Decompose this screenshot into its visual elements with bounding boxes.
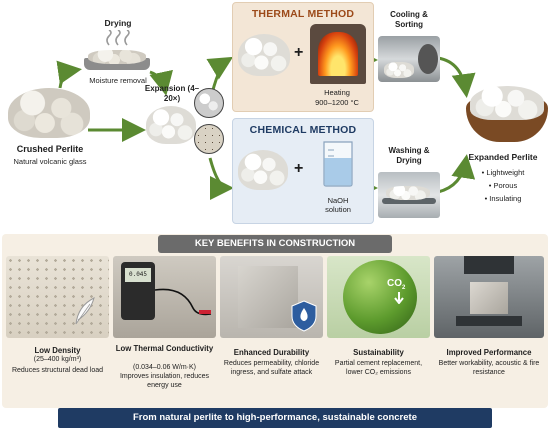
footer-banner: From natural perlite to high-performance…	[58, 408, 492, 428]
arrow-cooling-to-expanded	[437, 56, 476, 98]
beaker-icon	[323, 141, 353, 187]
cooling-sorting-title: Cooling & Sorting	[390, 10, 428, 29]
co2-text: CO	[387, 278, 402, 289]
benefit-title: Improved Performance	[446, 348, 532, 357]
benefit-title: Enhanced Durability	[233, 348, 310, 357]
chemical-method-title: CHEMICAL METHOD	[249, 124, 357, 136]
benefit-title: Low Density	[34, 346, 81, 355]
co2-label: CO2	[387, 278, 405, 291]
chemical-plus: +	[294, 160, 304, 177]
rotary-drum-icon	[378, 36, 440, 82]
benefit-card-sustainability: CO2 Sustainability Partial cement replac…	[327, 256, 430, 388]
feather-icon	[75, 297, 95, 325]
benefit-card-performance: Improved Performance Better workability,…	[434, 256, 544, 388]
chemical-granules	[238, 150, 288, 190]
benefit-title: Low Thermal Conductivity	[115, 344, 214, 353]
thermal-heating-label: Heating	[324, 88, 350, 97]
expanded-prop-insulating: • Insulating	[484, 194, 522, 203]
shield-icon	[291, 300, 317, 332]
benefit-value: (0.034–0.06 W/m·K)	[132, 364, 197, 371]
meter-display: 0.045	[125, 268, 151, 282]
benefit-desc: Partial cement replacement, lower CO₂ em…	[334, 360, 423, 376]
expanded-prop-porous: • Porous	[488, 181, 518, 190]
drying-tray-perlite	[88, 50, 146, 64]
probe-cable-icon	[154, 288, 212, 316]
green-globe-image: CO2	[327, 256, 430, 338]
thermal-plus: +	[294, 44, 304, 61]
meter-icon: 0.045	[121, 262, 155, 320]
conveyor-icon	[378, 172, 440, 218]
arrow-drying-to-expansion	[149, 69, 173, 96]
benefit-desc: Better workability, acoustic & fire resi…	[438, 360, 540, 376]
expanded-prop-lightweight: • Lightweight	[481, 168, 525, 177]
benefit-title: Sustainability	[353, 348, 404, 357]
magnified-granule-top	[194, 88, 224, 118]
furnace-icon	[310, 24, 366, 84]
chemical-reagent: NaOH	[327, 196, 349, 205]
arrow-down-icon	[394, 292, 404, 304]
expanded-perlite-bowl-granules	[470, 86, 544, 120]
benefit-card-low-density: Low Density (25–400 kg/m³) Reduces struc…	[6, 256, 109, 388]
drying-title: Drying	[104, 18, 132, 28]
crushed-perlite-title: Crushed Perlite	[16, 144, 84, 154]
porous-block-image	[6, 256, 109, 338]
crushed-perlite-subtitle: Natural volcanic glass	[13, 157, 87, 166]
thermal-temperature: 900–1200 °C	[315, 98, 359, 107]
concrete-cube-image	[220, 256, 323, 338]
thermal-meter-image: 0.045	[113, 256, 216, 338]
expansion-label: Expansion (4–20×)	[144, 84, 200, 103]
expanded-granules-pile	[146, 106, 196, 144]
arrow-to-drying	[56, 60, 82, 89]
magnified-granule-bottom	[194, 124, 224, 154]
thermal-method-title: THERMAL METHOD	[251, 8, 355, 20]
benefit-value: (25–400 kg/m³)	[33, 356, 82, 363]
steam-icon	[106, 30, 130, 46]
benefit-card-durability: Enhanced Durability Reduces permeability…	[220, 256, 323, 388]
co2-subscript: 2	[402, 285, 406, 291]
arrow-washing-to-expanded	[437, 154, 476, 194]
benefit-desc: Improves insulation, reduces energy use	[119, 373, 210, 389]
compression-test-image	[434, 256, 544, 338]
crushed-perlite-pile	[8, 88, 90, 138]
benefit-card-thermal-conductivity: 0.045 Low Thermal Conductivity (0.034–0.…	[113, 256, 216, 389]
arrow-to-chemical	[208, 157, 234, 200]
benefit-desc: Reduces structural dead load	[11, 367, 104, 374]
benefit-desc: Reduces permeability, chloride ingress, …	[223, 360, 320, 376]
drying-caption: Moisture removal	[89, 76, 147, 85]
benefits-heading: KEY BENEFITS IN CONSTRUCTION	[158, 235, 392, 253]
thermal-granules	[238, 34, 290, 76]
chemical-reagent-sub: solution	[325, 205, 351, 214]
expanded-perlite-title: Expanded Perlite	[468, 152, 538, 162]
washing-drying-title: Washing & Drying	[388, 146, 430, 165]
